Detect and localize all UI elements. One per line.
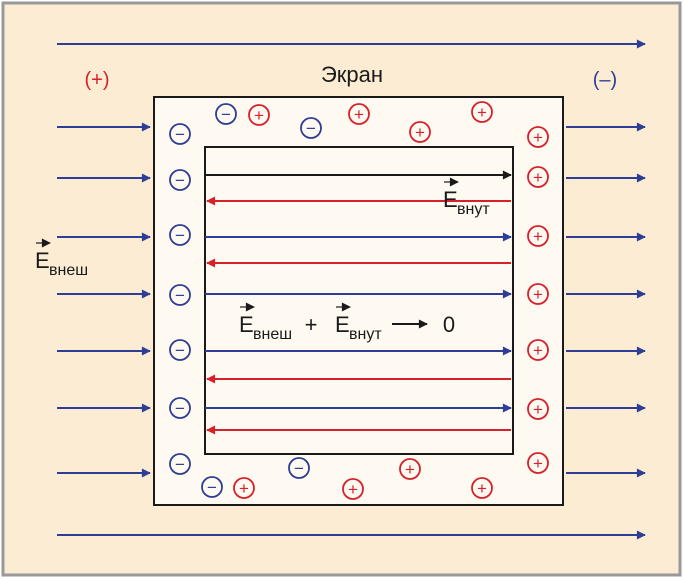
negative-charge: − — [169, 453, 191, 475]
svg-text:−: − — [175, 125, 185, 144]
positive-charge: + — [527, 339, 549, 361]
negative-charge: − — [169, 397, 191, 419]
svg-text:+: + — [354, 105, 364, 124]
svg-text:−: − — [207, 478, 217, 497]
negative-charge: − — [201, 476, 223, 498]
internal-subscript: внут — [457, 201, 490, 218]
svg-text:+: + — [533, 227, 543, 246]
svg-text:−: − — [175, 455, 185, 474]
positive-charge: + — [471, 101, 493, 123]
negative-charge: − — [169, 224, 191, 246]
negative-charge: − — [169, 339, 191, 361]
svg-text:+: + — [533, 285, 543, 304]
negative-charge: − — [300, 117, 322, 139]
e-symbol: E — [335, 312, 350, 337]
positive-charge: + — [409, 121, 431, 143]
negative-charge: − — [169, 284, 191, 306]
external-field-lines — [57, 39, 646, 540]
internal-field-label: E внут — [443, 177, 490, 218]
equation-result: 0 — [443, 312, 455, 337]
svg-text:+: + — [405, 460, 415, 479]
e-symbol: E — [239, 312, 254, 337]
e-symbol: E — [443, 187, 458, 212]
positive-charge: + — [471, 477, 493, 499]
svg-text:+: + — [477, 479, 487, 498]
plus-operator: + — [305, 312, 318, 337]
positive-charge: + — [527, 283, 549, 305]
positive-charge: + — [248, 104, 270, 126]
screen-label: Экран — [321, 62, 383, 87]
positive-charge: + — [527, 166, 549, 188]
svg-text:+: + — [533, 168, 543, 187]
svg-text:−: − — [306, 119, 316, 138]
internal-subscript: внут — [349, 326, 382, 343]
external-subscript: внеш — [253, 326, 292, 343]
left-polarity-label: (+) — [85, 69, 110, 91]
svg-text:−: − — [175, 399, 185, 418]
positive-charge: + — [342, 478, 364, 500]
positive-charge: + — [527, 452, 549, 474]
svg-text:+: + — [533, 400, 543, 419]
svg-text:+: + — [533, 454, 543, 473]
svg-text:−: − — [175, 171, 185, 190]
svg-text:−: − — [175, 226, 185, 245]
svg-text:+: + — [239, 479, 249, 498]
negative-charge: − — [169, 123, 191, 145]
svg-text:−: − — [175, 341, 185, 360]
positive-charge: + — [233, 477, 255, 499]
screen-inner-cavity — [204, 146, 514, 455]
positive-charges: + + + + + + + + + + + + + + + — [233, 101, 549, 500]
svg-text:−: − — [175, 286, 185, 305]
external-subscript: внеш — [49, 262, 88, 279]
svg-text:+: + — [348, 480, 358, 499]
svg-text:−: − — [221, 105, 231, 124]
positive-charge: + — [527, 225, 549, 247]
external-field-label: E внеш — [35, 238, 88, 279]
negative-charges: − − − − − − − − − − − — [169, 103, 322, 498]
svg-text:+: + — [415, 123, 425, 142]
svg-text:+: + — [533, 341, 543, 360]
negative-charge: − — [169, 169, 191, 191]
positive-charge: + — [348, 103, 370, 125]
negative-charge: − — [288, 457, 310, 479]
right-polarity-label: (–) — [593, 69, 617, 91]
e-symbol: E — [35, 248, 50, 273]
positive-charge: + — [527, 126, 549, 148]
positive-charge: + — [527, 398, 549, 420]
svg-text:+: + — [477, 103, 487, 122]
svg-text:+: + — [254, 106, 264, 125]
positive-charge: + — [399, 458, 421, 480]
inner-field-lines — [205, 170, 512, 435]
field-sum-equation: E внеш + E внут 0 — [239, 302, 455, 343]
svg-text:−: − — [294, 459, 304, 478]
svg-text:+: + — [533, 128, 543, 147]
negative-charge: − — [215, 103, 237, 125]
